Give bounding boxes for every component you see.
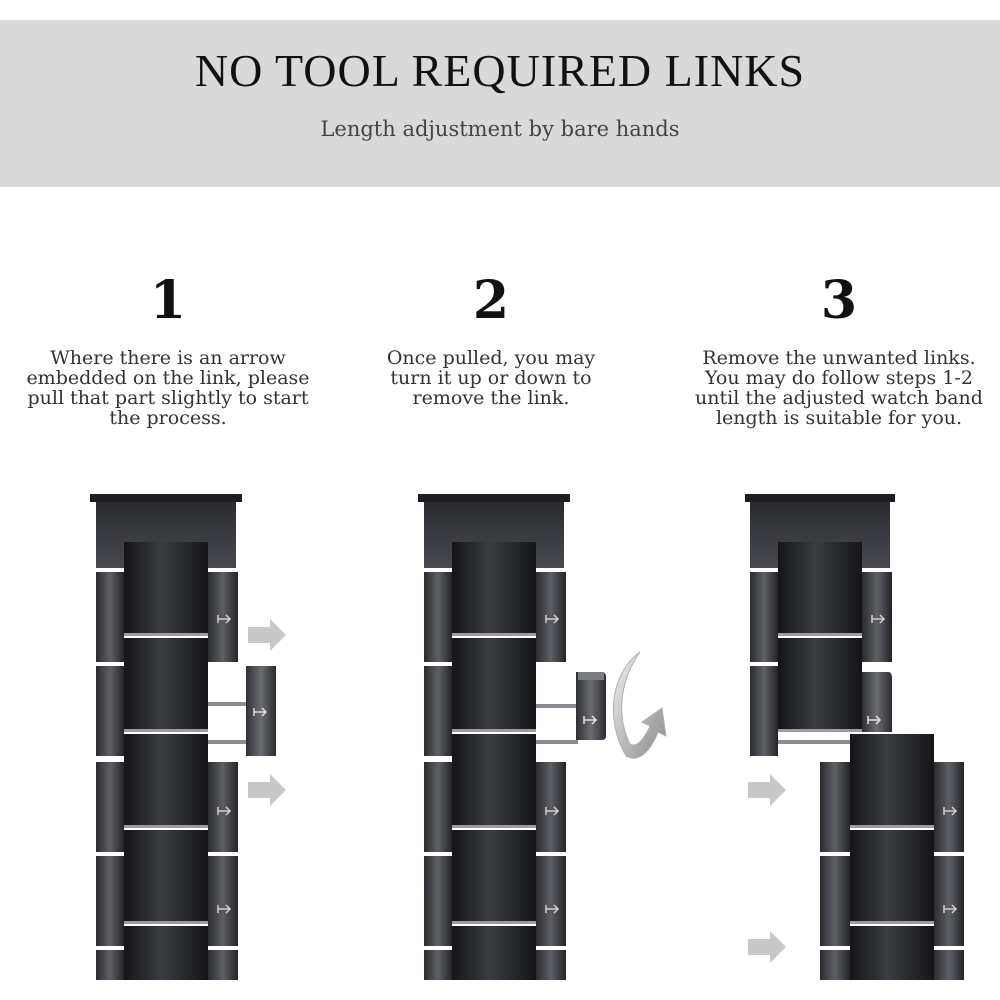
step-line: until the adjusted watch band bbox=[695, 387, 983, 409]
center-links bbox=[452, 542, 536, 980]
insert-direction-arrows bbox=[748, 774, 786, 963]
step-line: You may do follow steps 1-2 bbox=[705, 367, 973, 389]
step-line: pull that part slightly to start bbox=[27, 387, 309, 409]
header-banner bbox=[0, 20, 1000, 187]
step-number: 1 bbox=[149, 270, 187, 331]
link-arrow-marks bbox=[217, 614, 232, 914]
link-arrow-marks bbox=[545, 614, 560, 914]
side-links bbox=[96, 572, 238, 980]
rotated-link-with-pins bbox=[536, 672, 606, 744]
page-subtitle: Length adjustment by bare hands bbox=[320, 117, 680, 141]
step-2: 2 Once pulled, you may turn it up or dow… bbox=[326, 270, 656, 408]
upper-band-section bbox=[750, 542, 892, 756]
step-line: Once pulled, you may bbox=[386, 347, 596, 369]
step-line: length is suitable for you. bbox=[715, 407, 963, 429]
side-links bbox=[424, 572, 566, 980]
step-number: 3 bbox=[820, 270, 858, 331]
step-line: Remove the unwanted links. bbox=[702, 347, 976, 369]
rotate-curl-arrow bbox=[612, 651, 667, 759]
band-panel-2 bbox=[418, 494, 667, 980]
center-links bbox=[124, 542, 208, 980]
step-1: 1 Where there is an arrow embedded on th… bbox=[3, 270, 333, 428]
step-line: turn it up or down to bbox=[390, 367, 592, 389]
step-description: Once pulled, you may turn it up or down … bbox=[326, 348, 656, 408]
step-3: 3 Remove the unwanted links. You may do … bbox=[674, 270, 1000, 428]
band-panel-1 bbox=[90, 494, 286, 980]
step-line: the process. bbox=[109, 407, 227, 429]
band-panel-3 bbox=[745, 494, 964, 980]
page-title: NO TOOL REQUIRED LINKS bbox=[194, 45, 806, 96]
step-line: embedded on the link, please bbox=[26, 367, 310, 389]
step-number: 2 bbox=[472, 270, 510, 331]
step-description: Where there is an arrow embedded on the … bbox=[3, 348, 333, 428]
step-line: Where there is an arrow bbox=[50, 347, 286, 369]
watch-band-illustrations bbox=[90, 494, 964, 980]
step-line: remove the link. bbox=[412, 387, 570, 409]
pulled-link-with-pins bbox=[208, 666, 276, 756]
step-description: Remove the unwanted links. You may do fo… bbox=[674, 348, 1000, 428]
pull-direction-arrows bbox=[248, 619, 286, 806]
lower-band-section bbox=[820, 734, 964, 980]
